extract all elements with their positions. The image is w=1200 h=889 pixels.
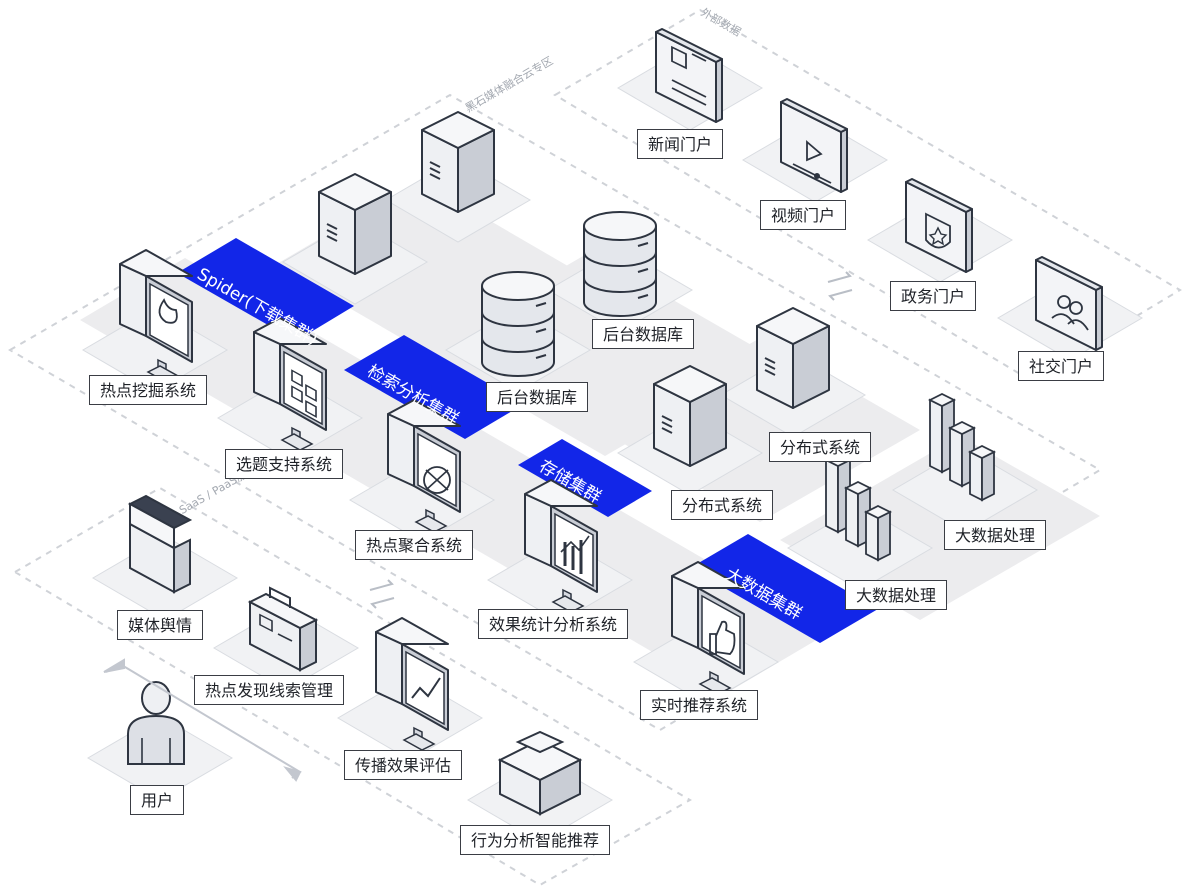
fan-icon — [387, 399, 461, 533]
star-block-icon — [497, 730, 583, 816]
swap-arrows-icon — [369, 579, 395, 609]
server-icon — [756, 307, 830, 409]
saas-zone-outline — [13, 486, 692, 887]
clapperboard-icon — [127, 494, 193, 594]
bigdata-proc-label-1: 大数据处理 — [944, 520, 1047, 550]
topic-support-label: 选题支持系统 — [225, 449, 344, 479]
newspaper-icon — [655, 28, 723, 123]
hotspot-mining-label: 热点挖掘系统 — [89, 375, 208, 405]
hotspot-aggregation-label: 热点聚合系统 — [355, 530, 474, 560]
cloud-zone-outline — [8, 93, 1102, 732]
bigdata-proc-label-2: 大数据处理 — [845, 580, 948, 610]
swap-arrows-icon — [827, 271, 853, 301]
video-play-icon — [780, 98, 848, 193]
server-icon — [318, 173, 392, 275]
social-portal-label: 社交门户 — [1018, 351, 1105, 381]
grid-panel-icon — [253, 317, 327, 451]
realtime-recommend-label: 实时推荐系统 — [640, 690, 759, 720]
flame-icon — [119, 249, 193, 383]
user-icon — [127, 681, 185, 765]
behavior-recommend-label: 行为分析智能推荐 — [460, 825, 611, 855]
search-cluster-band — [344, 335, 524, 439]
video-portal-label: 视频门户 — [760, 200, 847, 230]
server-icon — [653, 365, 727, 467]
user-flow-arrows — [103, 658, 302, 782]
briefcase-icon — [247, 586, 319, 672]
thumbs-up-icon — [671, 561, 745, 695]
external-zone-outline — [553, 8, 1182, 382]
clue-management-label: 热点发现线索管理 — [194, 675, 345, 705]
media-opinion-label: 媒体舆情 — [117, 610, 204, 640]
distributed-label-1: 分布式系统 — [769, 432, 872, 462]
gov-portal-label: 政务门户 — [890, 281, 977, 311]
storage-cluster-band — [518, 439, 652, 517]
database-icon — [583, 211, 657, 317]
server-icon — [421, 111, 495, 213]
database-icon — [481, 271, 555, 377]
effect-stats-label: 效果统计分析系统 — [478, 609, 629, 639]
bar-chart-icon — [524, 479, 598, 613]
user-label: 用户 — [130, 785, 185, 815]
backend-db-label-2: 后台数据库 — [486, 382, 589, 412]
users-icon — [1035, 256, 1103, 351]
line-chart-icon — [375, 617, 449, 751]
shield-star-icon — [905, 178, 973, 273]
distributed-label-2: 分布式系统 — [671, 490, 774, 520]
propagation-eval-label: 传播效果评估 — [344, 750, 463, 780]
bigdata-cluster-band — [690, 534, 878, 643]
spider-cluster-band — [177, 238, 354, 341]
news-portal-label: 新闻门户 — [637, 129, 724, 159]
backend-db-label-1: 后台数据库 — [592, 319, 695, 349]
